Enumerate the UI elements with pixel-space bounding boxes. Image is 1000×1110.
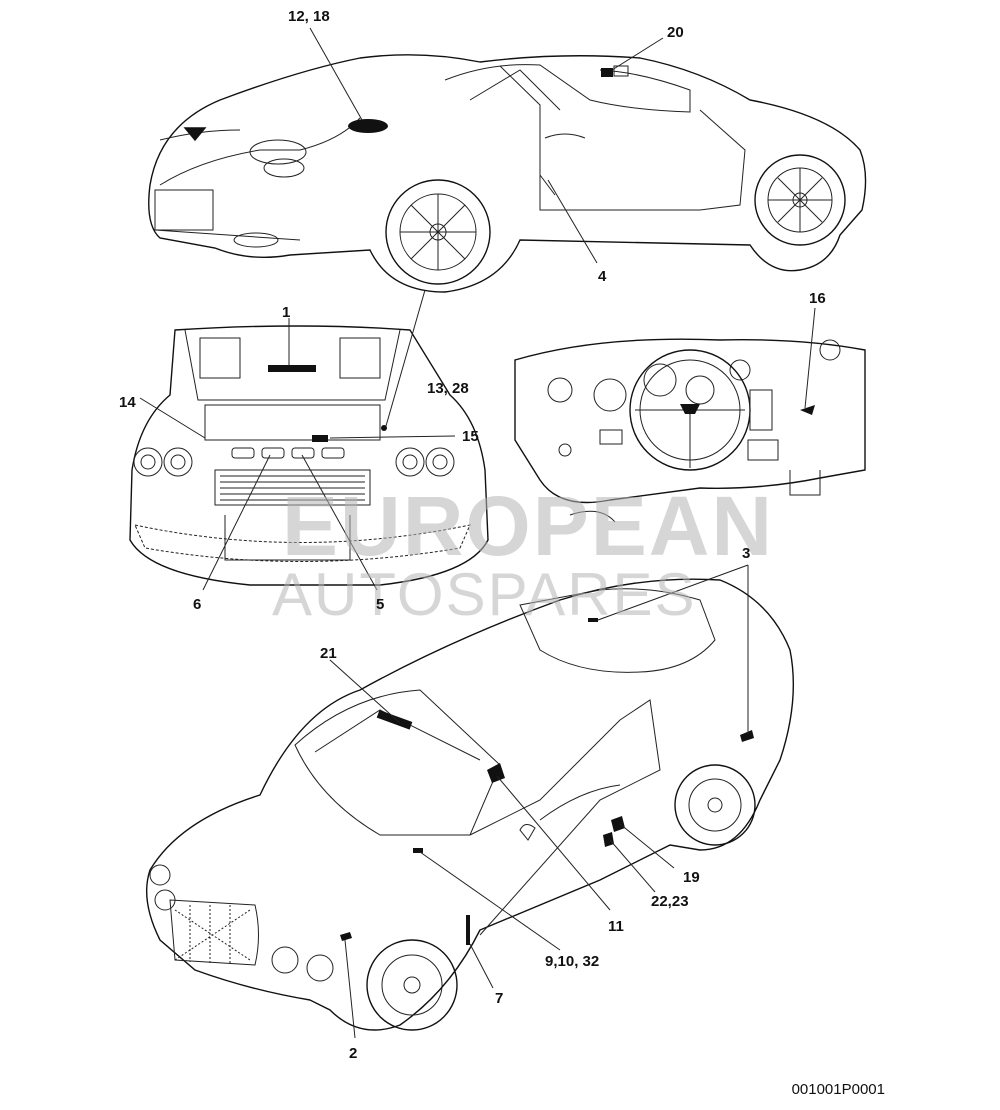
callout-11: 11 bbox=[608, 918, 624, 935]
leader-19 bbox=[619, 823, 675, 869]
callout-21: 21 bbox=[320, 645, 337, 662]
callout-6: 6 bbox=[193, 596, 202, 613]
leader-3a bbox=[597, 564, 749, 621]
callout-16: 16 bbox=[809, 290, 826, 307]
leader-4 bbox=[547, 179, 598, 264]
callout-9-10-32: 9,10, 32 bbox=[545, 953, 600, 970]
leader-21 bbox=[329, 659, 401, 724]
leader-12-18 bbox=[309, 27, 363, 121]
callout-3: 3 bbox=[742, 545, 751, 562]
leader-11 bbox=[496, 775, 611, 911]
leader-14 bbox=[139, 397, 206, 439]
leader-9-10-32 bbox=[419, 851, 561, 951]
callout-5: 5 bbox=[376, 596, 385, 613]
callout-19: 19 bbox=[683, 869, 700, 886]
callout-4: 4 bbox=[598, 268, 607, 285]
engine-bay-view bbox=[129, 325, 489, 586]
leader-6 bbox=[202, 454, 271, 591]
callout-14: 14 bbox=[119, 394, 136, 411]
callout-1: 1 bbox=[282, 304, 291, 321]
leader-22-23 bbox=[609, 839, 656, 893]
leader-15 bbox=[329, 435, 456, 439]
leader-13-28 bbox=[385, 289, 426, 427]
dashboard-view bbox=[514, 338, 866, 523]
callout-15: 15 bbox=[462, 428, 479, 445]
leader-7 bbox=[469, 943, 494, 989]
callout-12-18: 12, 18 bbox=[288, 8, 330, 25]
callout-22-23: 22,23 bbox=[651, 893, 689, 910]
car-front-three-quarter-view bbox=[145, 578, 795, 1031]
watermark-line-1: EUROPEAN bbox=[282, 479, 775, 573]
drawing-code: 001001P0001 bbox=[791, 1081, 885, 1098]
callout-2: 2 bbox=[349, 1045, 358, 1062]
leader-5 bbox=[301, 454, 378, 591]
leader-20 bbox=[611, 37, 664, 71]
leader-2 bbox=[344, 939, 356, 1039]
callout-13-28: 13, 28 bbox=[427, 380, 469, 397]
callout-20: 20 bbox=[667, 24, 684, 41]
leader-16 bbox=[804, 307, 816, 409]
callout-7: 7 bbox=[495, 990, 504, 1007]
car-rear-view bbox=[148, 54, 867, 293]
watermark-line-2: AUTOSPARES bbox=[272, 561, 697, 628]
